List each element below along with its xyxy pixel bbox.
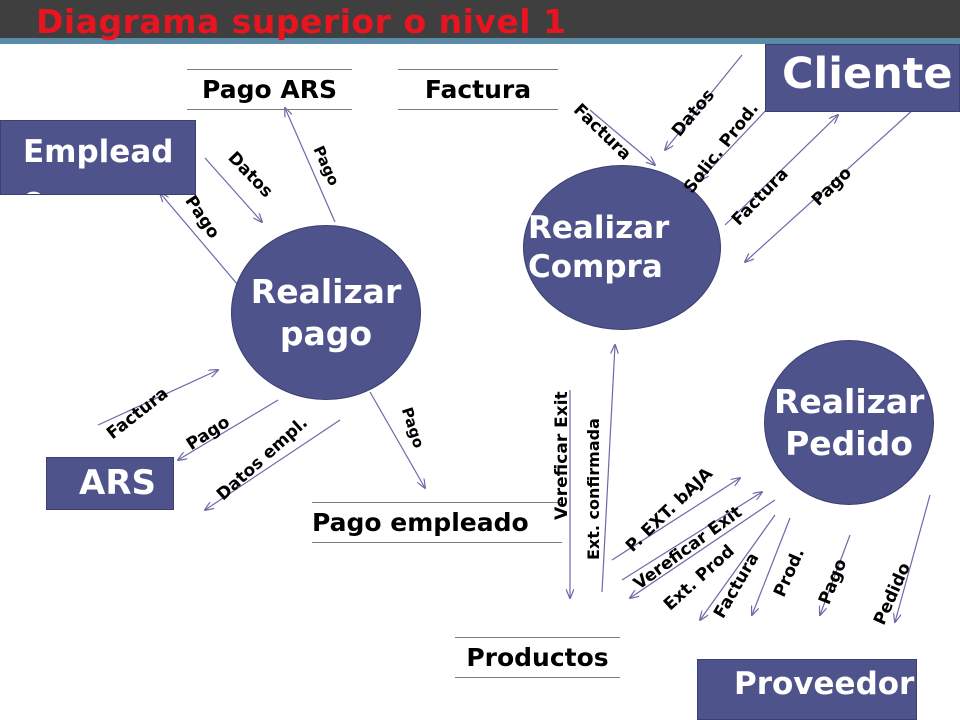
flow-label-ext-confirmada: Ext. confirmada bbox=[584, 418, 603, 560]
entity-empleado[interactable]: Emplead o bbox=[0, 120, 196, 195]
process-realizar-pago-label: Realizar pago bbox=[250, 272, 402, 353]
process-realizar-compra-label: Realizar Compra bbox=[528, 209, 670, 285]
arrow-ext-prod bbox=[630, 499, 776, 598]
arrow-datos-to-pago bbox=[204, 157, 262, 222]
process-realizar-pedido[interactable]: Realizar Pedido bbox=[764, 340, 934, 505]
store-pago-ars: Pago ARS bbox=[187, 69, 352, 110]
entity-cliente[interactable]: Cliente bbox=[765, 44, 960, 112]
arrow-factura-prov bbox=[700, 514, 776, 620]
arrow-pago-prov bbox=[820, 534, 851, 615]
page-title: Diagrama superior o nivel 1 bbox=[36, 2, 567, 41]
flow-label-vereficar-exit: Vereficar Exit bbox=[552, 391, 572, 520]
store-pago-ars-label: Pago ARS bbox=[202, 75, 337, 104]
store-pago-empleado: Pago empleado bbox=[312, 502, 562, 543]
arrow-pago-to-pago-empleado bbox=[369, 391, 425, 488]
arrow-vereficar-exit-2 bbox=[621, 492, 762, 581]
entity-proveedores[interactable]: Proveedor es bbox=[697, 659, 917, 720]
arrow-prod bbox=[752, 517, 791, 615]
store-factura-label: Factura bbox=[424, 75, 532, 104]
entity-empleado-label: Emplead o bbox=[23, 134, 174, 194]
top-bar-accent bbox=[0, 38, 960, 44]
arrow-datos-empl bbox=[205, 419, 341, 510]
entity-cliente-label: Cliente bbox=[782, 49, 953, 99]
top-bar bbox=[0, 0, 960, 38]
process-realizar-compra[interactable]: Realizar Compra bbox=[523, 165, 721, 330]
entity-ars-label: ARS bbox=[79, 463, 156, 503]
arrow-factura-to-ars bbox=[97, 370, 218, 426]
arrow-pedido bbox=[895, 494, 931, 622]
title-background bbox=[36, 44, 566, 64]
arrow-ext-confirmada bbox=[601, 345, 615, 593]
store-productos: Productos bbox=[455, 637, 620, 678]
arrow-pago-from-cliente bbox=[745, 107, 916, 262]
process-realizar-pedido-label: Realizar Pedido bbox=[774, 382, 925, 463]
entity-proveedores-label: Proveedor es bbox=[734, 666, 915, 719]
arrow-factura-to-cliente bbox=[724, 115, 838, 226]
arrow-datos-from-cliente bbox=[665, 54, 743, 150]
entity-ars[interactable]: ARS bbox=[46, 457, 174, 510]
store-factura: Factura bbox=[398, 69, 558, 110]
process-realizar-pago[interactable]: Realizar pago bbox=[231, 225, 421, 400]
arrow-pago-to-pago-ars bbox=[285, 108, 336, 223]
store-pago-empleado-label: Pago empleado bbox=[312, 508, 529, 537]
arrow-factura-to-compra bbox=[589, 109, 655, 165]
arrow-p-ext-baja bbox=[611, 478, 740, 561]
store-productos-label: Productos bbox=[466, 643, 609, 672]
arrow-pago-to-ars bbox=[178, 399, 279, 460]
arrow-pago-to-empleado bbox=[160, 193, 239, 286]
